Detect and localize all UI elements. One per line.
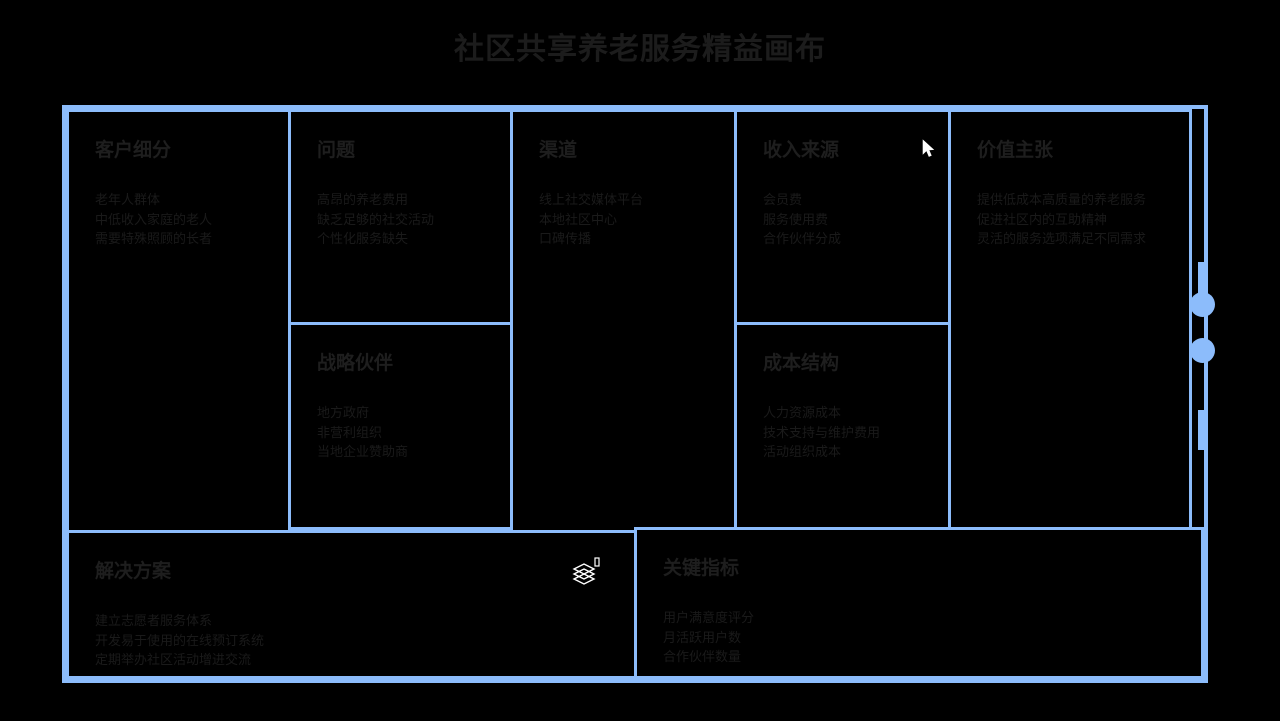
block-revenue-streams[interactable]: 收入来源 会员费 服务使用费 合作伙伴分成 — [734, 109, 951, 325]
list-item: 促进社区内的互助精神 — [977, 211, 1108, 227]
list-item: 技术支持与维护费用 — [763, 424, 881, 440]
list-item: 月活跃用户数 — [663, 629, 742, 645]
list-item: 活动组织成本 — [763, 444, 842, 459]
block-item-list: 用户满意度评分 月活跃用户数 合作伙伴数量 — [663, 608, 1179, 667]
list-item: 地方政府 — [317, 405, 370, 420]
block-item-list: 老年人群体 中低收入家庭的老人 需要特殊照顾的长者 — [95, 190, 266, 249]
block-item-list: 提供低成本高质量的养老服务 促进社区内的互助精神 灵活的服务选项满足不同需求 — [977, 190, 1167, 249]
list-item: 提供低成本高质量的养老服务 — [977, 192, 1147, 207]
list-item: 当地企业赞助商 — [317, 444, 409, 459]
block-item-list: 地方政府 非营利组织 当地企业赞助商 — [317, 403, 488, 462]
canvas-column-1: 客户细分 老年人群体 中低收入家庭的老人 需要特殊照顾的长者 — [66, 109, 291, 533]
canvas-column-4: 收入来源 会员费 服务使用费 合作伙伴分成 成本结构 人力资源成本 技术支持与维… — [734, 109, 951, 533]
mouse-pointer-icon — [922, 139, 936, 159]
scrollbar-track-bottom[interactable] — [1198, 410, 1207, 450]
list-item: 建立志愿者服务体系 — [95, 613, 213, 628]
list-item: 会员费 — [763, 192, 803, 207]
list-item: 灵活的服务选项满足不同需求 — [977, 231, 1147, 246]
block-channels[interactable]: 渠道 线上社交媒体平台 本地社区中心 口碑传播 — [510, 109, 737, 533]
block-item-list: 高昂的养老费用 缺乏足够的社交活动 个性化服务缺失 — [317, 190, 488, 249]
block-title: 解决方案 — [95, 561, 172, 582]
scrollbar-track-top[interactable] — [1198, 262, 1207, 302]
block-title: 价值主张 — [977, 140, 1054, 161]
canvas-column-5: 价值主张 提供低成本高质量的养老服务 促进社区内的互助精神 灵活的服务选项满足不… — [948, 109, 1192, 533]
list-item: 高昂的养老费用 — [317, 192, 409, 207]
block-title: 关键指标 — [663, 558, 740, 579]
scroll-dot-1[interactable] — [1190, 292, 1215, 317]
layers-icon[interactable] — [567, 556, 603, 592]
block-item-list: 线上社交媒体平台 本地社区中心 口碑传播 — [539, 190, 712, 249]
block-item-list: 会员费 服务使用费 合作伙伴分成 — [763, 190, 926, 249]
block-solution[interactable]: 解决方案 建立志愿者服务体系 开发易于使用的在线预订系统 定期举办社区活动增进交… — [66, 530, 637, 679]
list-item: 人力资源成本 — [763, 405, 842, 420]
block-key-partners[interactable]: 战略伙伴 地方政府 非营利组织 当地企业赞助商 — [288, 322, 513, 530]
list-item: 口碑传播 — [539, 231, 592, 246]
list-item: 老年人群体 — [95, 192, 161, 207]
block-key-metrics[interactable]: 关键指标 用户满意度评分 月活跃用户数 合作伙伴数量 — [634, 527, 1204, 679]
list-item: 个性化服务缺失 — [317, 231, 409, 246]
list-item: 服务使用费 — [763, 211, 829, 227]
list-item: 线上社交媒体平台 — [539, 192, 644, 207]
block-title: 收入来源 — [763, 140, 840, 161]
block-problem[interactable]: 问题 高昂的养老费用 缺乏足够的社交活动 个性化服务缺失 — [288, 109, 513, 325]
canvas-column-2: 问题 高昂的养老费用 缺乏足够的社交活动 个性化服务缺失 战略伙伴 地方政府 非… — [288, 109, 513, 533]
block-item-list: 人力资源成本 技术支持与维护费用 活动组织成本 — [763, 403, 926, 462]
block-title: 问题 — [317, 140, 356, 161]
block-cost-structure[interactable]: 成本结构 人力资源成本 技术支持与维护费用 活动组织成本 — [734, 322, 951, 530]
block-item-list: 建立志愿者服务体系 开发易于使用的在线预订系统 定期举办社区活动增进交流 — [95, 611, 612, 670]
block-title: 客户细分 — [95, 140, 172, 161]
canvas-bottom-region: 解决方案 建立志愿者服务体系 开发易于使用的在线预订系统 定期举办社区活动增进交… — [66, 527, 1204, 679]
list-item: 缺乏足够的社交活动 — [317, 211, 435, 227]
list-item: 开发易于使用的在线预订系统 — [95, 632, 265, 648]
block-customer-segments[interactable]: 客户细分 老年人群体 中低收入家庭的老人 需要特殊照顾的长者 — [66, 109, 291, 533]
canvas-column-3: 渠道 线上社交媒体平台 本地社区中心 口碑传播 — [510, 109, 737, 533]
canvas-top-region: 客户细分 老年人群体 中低收入家庭的老人 需要特殊照顾的长者 问题 高昂的养老费… — [66, 109, 1204, 533]
list-item: 中低收入家庭的老人 — [95, 211, 213, 227]
block-title: 渠道 — [539, 140, 578, 161]
list-item: 合作伙伴分成 — [763, 231, 842, 246]
list-item: 非营利组织 — [317, 424, 383, 440]
block-value-proposition[interactable]: 价值主张 提供低成本高质量的养老服务 促进社区内的互助精神 灵活的服务选项满足不… — [948, 109, 1192, 533]
list-item: 本地社区中心 — [539, 211, 618, 227]
list-item: 用户满意度评分 — [663, 610, 755, 625]
page-title: 社区共享养老服务精益画布 — [454, 33, 826, 66]
block-title: 成本结构 — [763, 353, 840, 374]
block-title: 战略伙伴 — [317, 353, 394, 374]
list-item: 定期举办社区活动增进交流 — [95, 652, 252, 667]
list-item: 需要特殊照顾的长者 — [95, 231, 213, 246]
scroll-dot-2[interactable] — [1190, 338, 1215, 363]
lean-canvas-frame: 客户细分 老年人群体 中低收入家庭的老人 需要特殊照顾的长者 问题 高昂的养老费… — [62, 105, 1208, 683]
list-item: 合作伙伴数量 — [663, 649, 742, 664]
